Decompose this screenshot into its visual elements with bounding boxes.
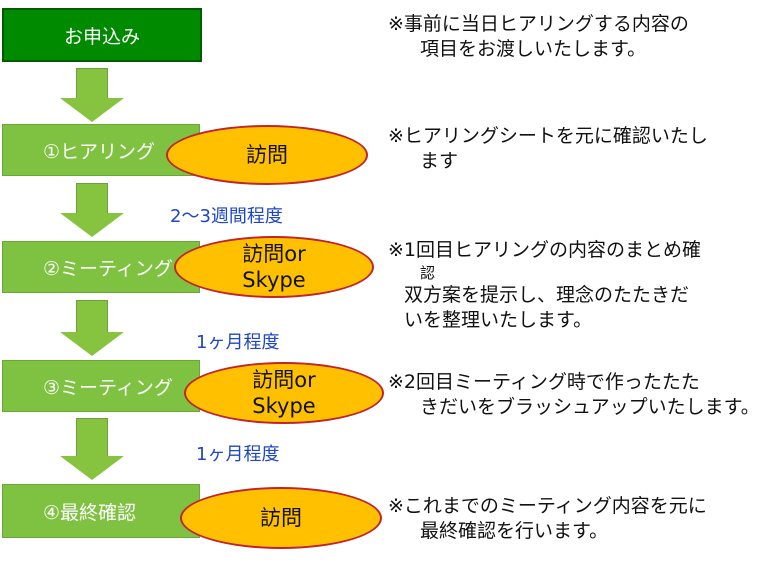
visit-label-line1: 訪問or bbox=[242, 242, 306, 266]
step-meeting-1-box: ②ミーティング bbox=[2, 241, 200, 293]
down-arrow-icon bbox=[60, 418, 124, 480]
down-arrow-icon bbox=[60, 300, 124, 356]
step-apply-label: お申込み bbox=[63, 25, 140, 48]
note-line: 最終確認を行います。 bbox=[420, 520, 609, 542]
step-final-check-box: ④最終確認 bbox=[2, 484, 200, 538]
note-hearing: ※ヒアリングシートを元に確認いたし ます bbox=[388, 124, 708, 174]
note-line: ※事前に当日ヒアリングする内容の bbox=[388, 13, 689, 35]
note-meeting-1: ※1回目ヒアリングの内容のまとめ確 認 双方案を提示し、理念のたたきだ いを整理… bbox=[388, 238, 701, 333]
note-line: いを整理いたします。 bbox=[404, 309, 593, 331]
visit-oval-meeting-1: 訪問or Skype bbox=[174, 236, 374, 298]
note-line: ます bbox=[420, 150, 459, 172]
visit-label: 訪問 bbox=[260, 506, 302, 530]
step-meeting-2-label: ③ミーティング bbox=[43, 376, 173, 399]
note-line: 項目をお渡しいたします。 bbox=[420, 38, 647, 60]
visit-oval-hearing: 訪問 bbox=[166, 125, 368, 185]
step-final-check-label: ④最終確認 bbox=[43, 501, 137, 524]
step-hearing-label: ①ヒアリング bbox=[43, 140, 156, 163]
duration-label: 1ヶ月程度 bbox=[196, 332, 280, 353]
note-line: ※1回目ヒアリングの内容のまとめ確 bbox=[388, 239, 702, 261]
note-line: 双方案を提示し、理念のたたきだ bbox=[404, 284, 690, 306]
visit-oval-meeting-2: 訪問or Skype bbox=[184, 362, 384, 424]
note-line: 認 bbox=[420, 264, 436, 282]
down-arrow-icon bbox=[60, 68, 124, 122]
step-meeting-2-box: ③ミーティング bbox=[2, 360, 200, 412]
note-apply: ※事前に当日ヒアリングする内容の 項目をお渡しいたします。 bbox=[388, 12, 689, 62]
note-meeting-2: ※2回目ミーティング時で作ったたた きだいをブラッシュアップいたします。 bbox=[388, 370, 760, 420]
note-final-check: ※これまでのミーティング内容を元に 最終確認を行います。 bbox=[388, 494, 707, 544]
duration-label: 2～3週間程度 bbox=[170, 206, 283, 227]
visit-label-line2: Skype bbox=[242, 268, 306, 292]
note-line: ※これまでのミーティング内容を元に bbox=[388, 495, 707, 517]
visit-label-line1: 訪問or bbox=[252, 368, 316, 392]
step-apply-box: お申込み bbox=[2, 8, 202, 62]
step-meeting-1-label: ②ミーティング bbox=[43, 257, 173, 280]
duration-label: 1ヶ月程度 bbox=[196, 444, 280, 465]
visit-label-line2: Skype bbox=[252, 394, 316, 418]
note-line: きだいをブラッシュアップいたします。 bbox=[420, 396, 760, 418]
visit-label: 訪問 bbox=[246, 143, 288, 167]
visit-oval-final-check: 訪問 bbox=[180, 487, 382, 549]
note-line: ※ヒアリングシートを元に確認いたし bbox=[388, 125, 708, 147]
note-line: ※2回目ミーティング時で作ったたた bbox=[388, 371, 700, 393]
down-arrow-icon bbox=[60, 183, 124, 237]
